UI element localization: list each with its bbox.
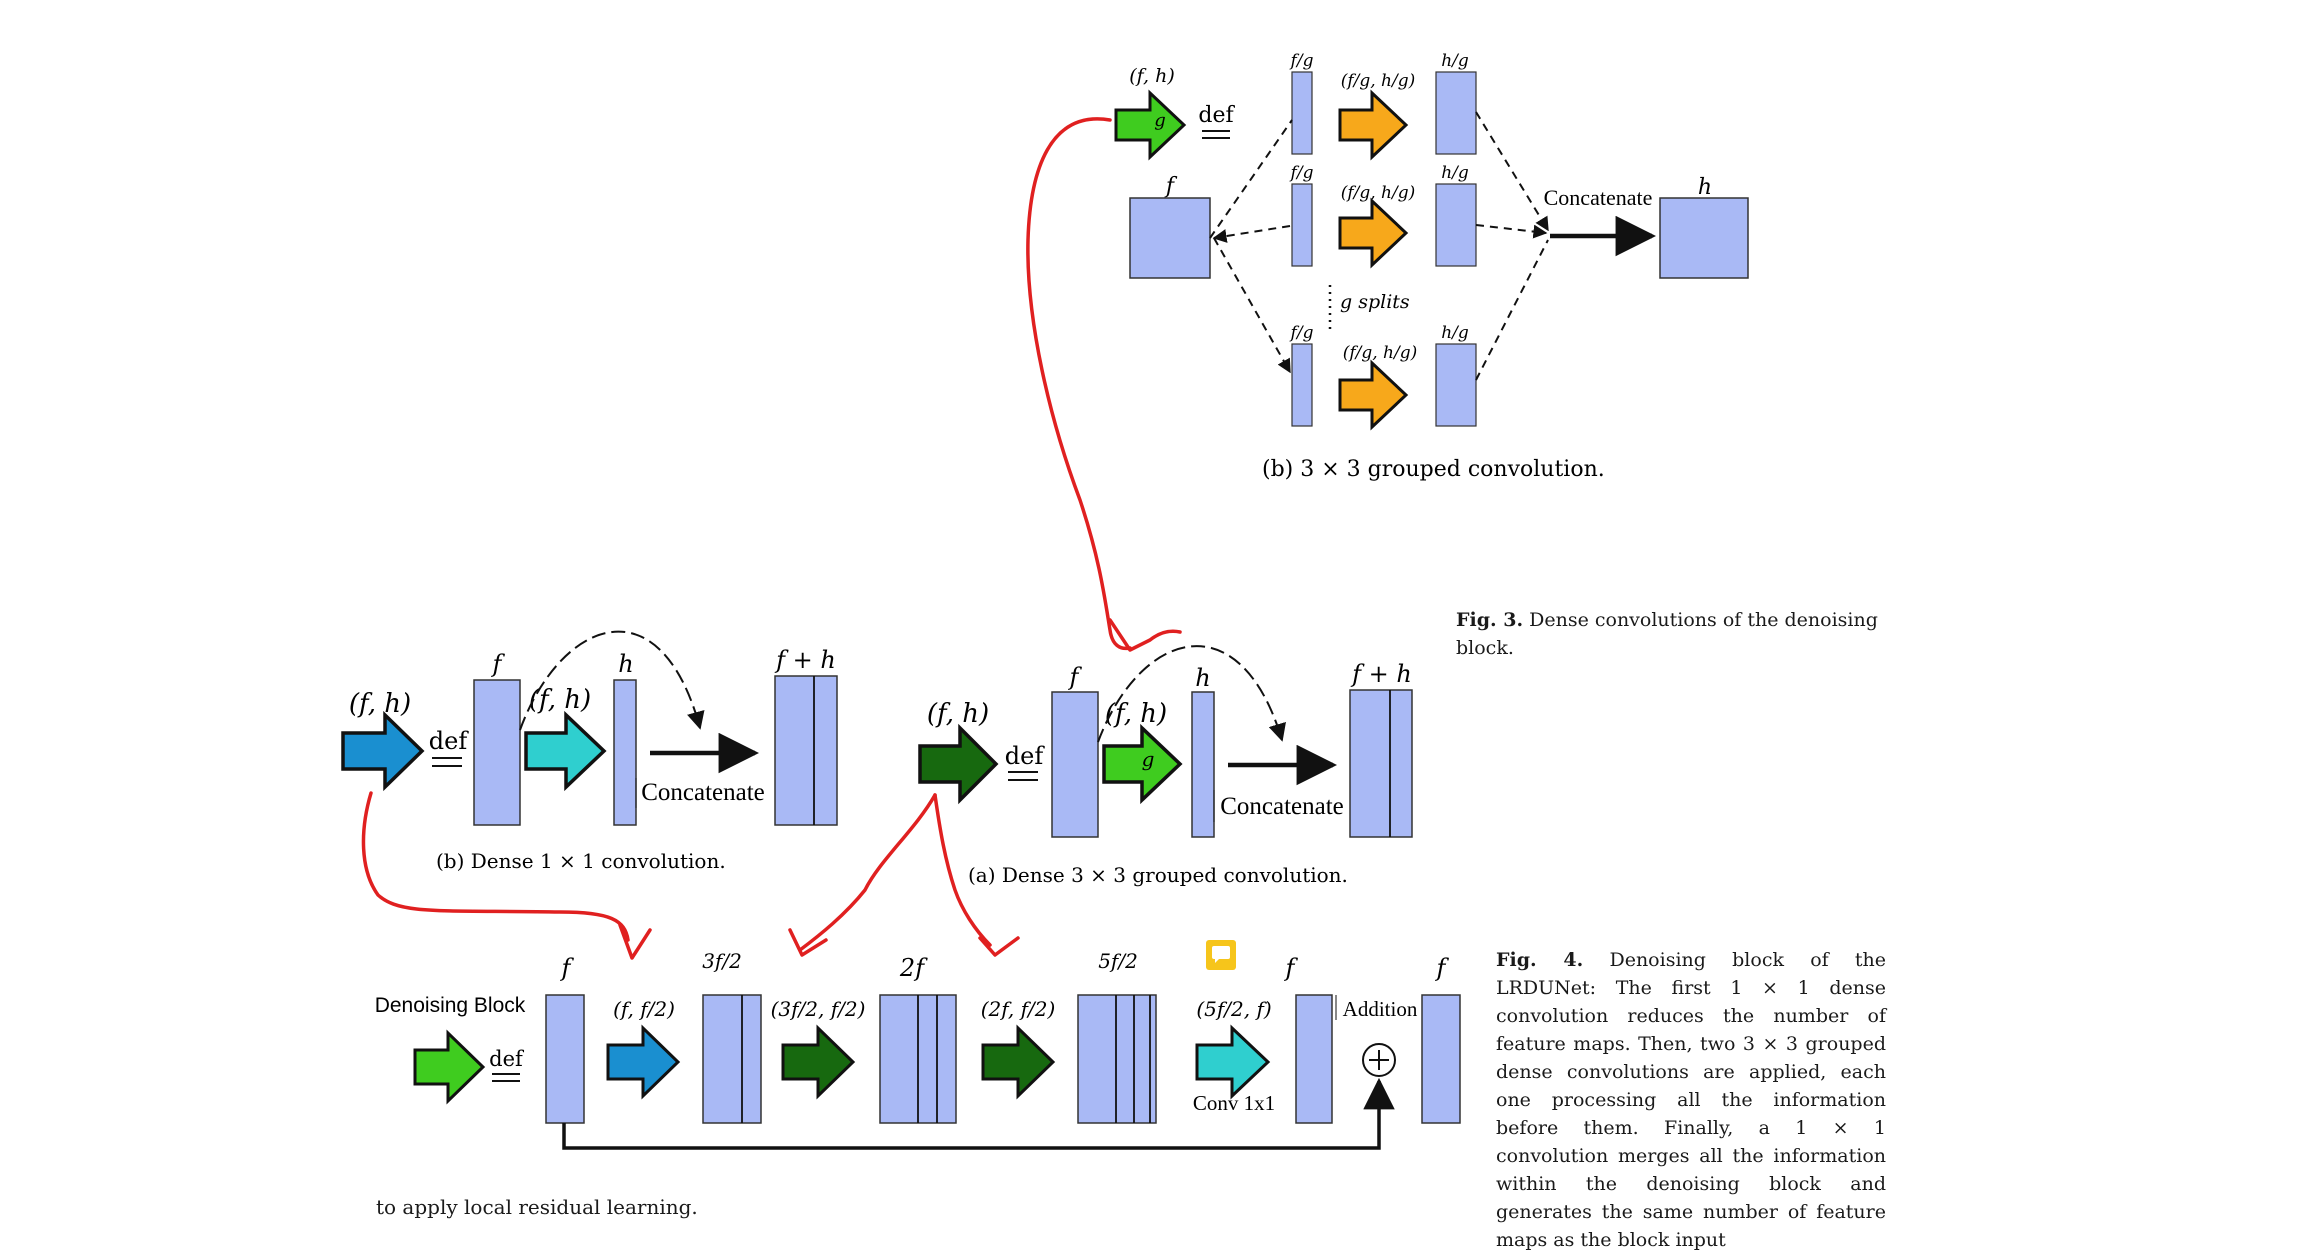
d1-h-block	[613, 679, 637, 826]
d1-cyan-arrow-icon	[524, 710, 607, 792]
db-f-out1: f	[1284, 954, 1299, 982]
db-darkgreen-arrow-icon-1	[781, 1024, 856, 1100]
db-label-5f2: 5f/2	[1098, 949, 1138, 973]
gc-green-arrow-icon	[1114, 89, 1187, 161]
db-block-f	[545, 994, 585, 1124]
gc-splits-note: g splits	[1340, 291, 1410, 313]
d3-green-arrow-icon	[1102, 723, 1183, 805]
d1-caption: (b) Dense 1 × 1 convolution.	[436, 849, 726, 873]
gc-split-pair-1: (f/g, h/g)	[1341, 71, 1416, 91]
fig4-caption-continuation: to apply local residual learning.	[376, 1195, 698, 1219]
red-annotations	[361, 117, 1182, 960]
comment-icon[interactable]	[1206, 940, 1236, 970]
d3-input-pair: (f, h)	[927, 699, 989, 729]
fig3-caption-text: Dense convolutions of the denoising bloc…	[1456, 609, 1878, 659]
d3-arrow-letter: g	[1142, 747, 1155, 771]
db-def: def	[489, 1047, 525, 1071]
gc-split-in-label-1: f/g	[1289, 51, 1314, 71]
gc-orange-arrow-icon-2	[1338, 197, 1409, 269]
d1-in-label: f	[491, 650, 506, 678]
db-label-3f2: 3f/2	[702, 949, 742, 973]
db-f1: f	[560, 954, 575, 982]
gc-def: def	[1198, 103, 1235, 128]
db-pair1: (f, f/2)	[613, 997, 675, 1021]
gc-output-block	[1659, 197, 1749, 279]
gc-split-pair-2: (f/g, h/g)	[1341, 183, 1416, 203]
gc-split-out-label-1: h/g	[1441, 51, 1469, 71]
db-pair3: (2f, f/2)	[981, 997, 1056, 1021]
d1-blue-arrow-icon	[341, 710, 425, 792]
d3-pair: (f, h)	[1105, 699, 1167, 729]
d1-out-label: f + h	[774, 646, 836, 674]
gc-input-label: f	[1164, 174, 1178, 199]
d3-output-block	[1349, 689, 1413, 838]
gc-split-in-label-3: f/g	[1289, 323, 1314, 343]
db-green-arrow-icon	[413, 1029, 486, 1105]
gc-caption: (b) 3 × 3 grouped convolution.	[1262, 457, 1605, 482]
gc-split-in-label-2: f/g	[1289, 163, 1314, 183]
db-label-2f: 2f	[899, 954, 928, 982]
db-block-5f2	[1077, 994, 1157, 1124]
db-blue-arrow-icon	[606, 1024, 681, 1100]
gc-output-label: h	[1698, 175, 1712, 200]
gc-split-block-2	[1291, 183, 1313, 267]
gc-split-block-1	[1291, 71, 1313, 155]
gc-input-block	[1129, 197, 1211, 279]
fig3-caption-label: Fig. 3.	[1456, 609, 1524, 631]
db-block-f-out2	[1421, 994, 1461, 1124]
db-pair4: (5f/2, f)	[1196, 997, 1271, 1021]
d3-in-label: f	[1068, 663, 1083, 691]
d3-def: def	[1005, 742, 1046, 770]
d3-caption: (a) Dense 3 × 3 grouped convolution.	[968, 863, 1348, 887]
d3-concat-label: Concatenate	[1220, 793, 1344, 820]
d3-out-label: f + h	[1350, 660, 1412, 688]
gc-arrow-letter: g	[1154, 110, 1166, 131]
d3-h-block	[1191, 691, 1215, 838]
gc-concat-label: Concatenate	[1544, 185, 1653, 210]
gc-out-block-2	[1435, 183, 1477, 267]
db-pair2: (3f/2, f/2)	[771, 997, 866, 1021]
denoising-block-panel: Denoising Block def f (f, f/2) 3f/2 (3f/…	[375, 949, 1461, 1150]
d3-h-label: h	[1195, 664, 1210, 692]
db-block-3f2	[702, 994, 762, 1124]
d3-input-block	[1051, 691, 1099, 838]
gc-split-out-label-2: h/g	[1441, 163, 1469, 183]
db-conv-label: Conv 1x1	[1193, 1091, 1275, 1115]
d1-input-block	[473, 679, 521, 826]
gc-out-block-3	[1435, 343, 1477, 427]
gc-orange-arrow-icon-1	[1338, 89, 1409, 161]
gc-orange-arrow-icon-3	[1338, 359, 1409, 431]
fig4-caption-label: Fig. 4.	[1496, 949, 1584, 971]
gc-input-pair: (f, h)	[1129, 65, 1175, 87]
d1-output-block	[774, 675, 838, 826]
db-addition-label: Addition	[1343, 997, 1418, 1021]
db-f-out2: f	[1435, 954, 1450, 982]
gc-split-pair-3: (f/g, h/g)	[1343, 343, 1418, 363]
gc-split-block-3	[1291, 343, 1313, 427]
d1-h-label: h	[618, 650, 633, 678]
db-title: Denoising Block	[375, 994, 526, 1017]
fig3-caption: Fig. 3. Dense convolutions of the denois…	[1456, 606, 1886, 662]
dense1-panel: (f, h) def f (f, h) h Concatenate f + h	[341, 630, 838, 826]
d1-input-pair: (f, h)	[349, 689, 411, 719]
d1-concat-label: Concatenate	[641, 779, 765, 806]
db-cyan-arrow-icon	[1195, 1024, 1271, 1100]
fig4-caption: Fig. 4. Denoising block of the LRDUNet: …	[1496, 946, 1886, 1254]
db-darkgreen-arrow-icon-2	[981, 1024, 1056, 1100]
fig4-caption-text: Denoising block of the LRDUNet: The firs…	[1496, 949, 1886, 1251]
gc-out-block-1	[1435, 71, 1477, 155]
d1-def: def	[429, 727, 470, 755]
d3-darkgreen-arrow-icon	[918, 723, 999, 805]
db-block-f-out1	[1295, 994, 1333, 1124]
dense3-panel: (f, h) def f (f, h) g h Concatenate f + …	[918, 645, 1413, 838]
gc-split-out-label-3: h/g	[1441, 323, 1469, 343]
grouped-conv-panel: (f, h) g def f f/g f/g f/g g splits (f/g…	[1114, 51, 1749, 431]
figure-canvas: (f, h) g def f f/g f/g f/g g splits (f/g…	[341, 51, 1749, 1150]
